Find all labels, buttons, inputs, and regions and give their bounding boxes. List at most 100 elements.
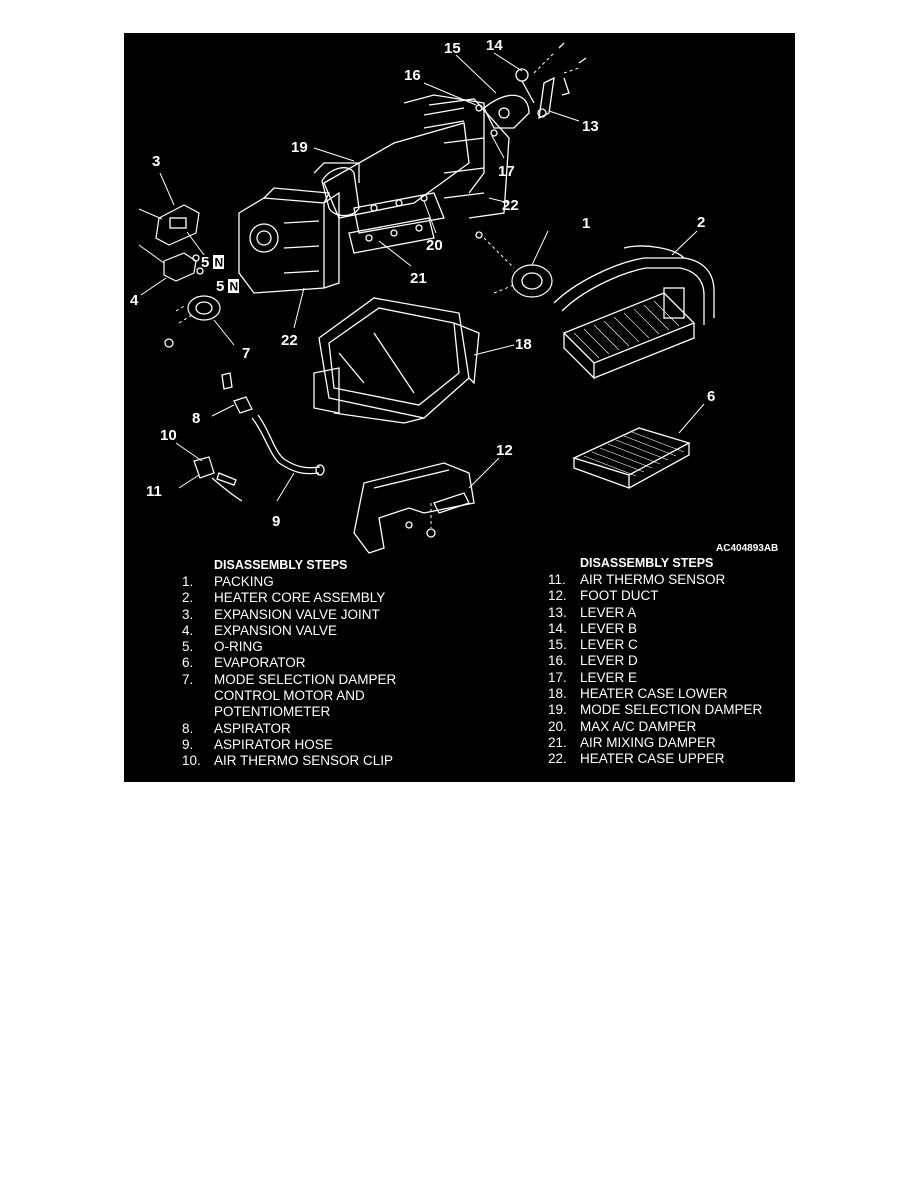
step-item: 20. MAX A/C DAMPER [548, 719, 788, 735]
step-number: 11. [548, 572, 566, 587]
callout-18: 18 [515, 336, 532, 353]
step-number: 15. [548, 637, 567, 653]
step-item: 13.LEVER A [548, 605, 788, 621]
step-text: LEVER D [580, 653, 638, 669]
step-text: CONTROL MOTOR AND [214, 688, 365, 704]
step-item: 6.EVAPORATOR [182, 655, 432, 671]
step-item: 12. FOOT DUCT [548, 588, 788, 604]
foot-duct-drawing [353, 462, 475, 554]
diagram-panel: 1 2 3 4 5 5 6 7 8 9 10 11 12 13 14 15 16… [124, 33, 795, 782]
callout-20: 20 [426, 237, 443, 254]
step-text: MODE SELECTION DAMPER [580, 702, 763, 718]
callout-11: 11 [146, 483, 162, 500]
callout-12: 12 [496, 442, 513, 459]
step-text: HEATER CASE LOWER [580, 686, 728, 702]
callout-13: 13 [582, 118, 599, 135]
callout-21: 21 [410, 270, 427, 287]
callout-3: 3 [152, 153, 160, 170]
aspirator-drawing [221, 372, 325, 476]
step-item: 15. LEVER C [548, 637, 788, 653]
step-number: 9. [182, 736, 194, 752]
callout-7: 7 [242, 345, 250, 362]
step-item: 18. HEATER CASE LOWER [548, 686, 788, 702]
callout-17: 17 [498, 163, 515, 180]
callout-1: 1 [582, 215, 590, 232]
step-number: 20. [548, 718, 567, 734]
exploded-view-diagram: 1 2 3 4 5 5 6 7 8 9 10 11 12 13 14 15 16… [130, 37, 778, 554]
callout-15: 15 [444, 40, 461, 57]
step-text: HEATER CORE ASSEMBLY [214, 590, 386, 606]
step-text: POTENTIOMETER [214, 704, 331, 720]
step-text: AIR THERMO SENSOR [580, 572, 726, 587]
heater-case-upper-drawing [238, 162, 360, 294]
step-number [182, 688, 214, 704]
step-text: AIR MIXING DAMPER [580, 734, 716, 750]
step-number: 16. [548, 653, 567, 669]
step-text: O-RING [214, 639, 263, 655]
disassembly-steps-left: DISASSEMBLY STEPS 1. PACKING 2. HEATER CORE… [182, 558, 432, 770]
callout-6: 6 [707, 388, 715, 405]
step-item: 14. LEVER B [548, 621, 788, 637]
step-text: LEVER C [580, 637, 638, 653]
step-number: 4. [182, 622, 194, 638]
step-text: ASPIRATOR [214, 720, 291, 736]
steps-heading: DISASSEMBLY STEPS [580, 556, 714, 570]
step-text: PACKING [214, 574, 274, 589]
step-text: EXPANSION VALVE [214, 622, 338, 638]
callout-10: 10 [160, 427, 177, 444]
step-number: 12. [548, 588, 567, 604]
step-item: 11. AIR THERMO SENSOR [548, 572, 788, 588]
step-number: 5. [182, 639, 194, 655]
heater-core-drawing [553, 245, 715, 380]
step-item: 1. PACKING [182, 574, 432, 590]
step-text: HEATER CASE UPPER [580, 751, 725, 767]
step-item: 5. O-RING [182, 639, 432, 655]
step-text: LEVER B [580, 620, 638, 636]
step-number: 18. [548, 686, 567, 702]
callout-labels: 1 2 3 4 5 5 6 7 8 9 10 11 12 13 14 15 16… [130, 37, 715, 530]
step-number: 14. [548, 620, 567, 636]
step-number: 1. [182, 574, 194, 589]
expansion-valve-drawing [138, 204, 204, 282]
callout-4: 4 [130, 292, 139, 309]
step-number: 22. [548, 751, 567, 767]
step-item: 10. AIR THERMO SENSOR CLIP [182, 753, 432, 769]
step-item: 16. LEVER D [548, 653, 788, 669]
thermo-sensor-drawing [193, 456, 243, 502]
levers-drawing [475, 42, 587, 137]
steps-list: 1. PACKING 2. HEATER CORE ASSEMBLY 3. EXPANSI… [182, 574, 432, 770]
step-item: 17.LEVER E [548, 670, 788, 686]
step-number: 3. [182, 606, 194, 622]
step-item: 9.ASPIRATOR HOSE [182, 737, 432, 753]
callout-22a: 22 [502, 197, 519, 214]
step-number: 2. [182, 590, 194, 606]
step-text: LEVER E [580, 669, 638, 685]
callout-16: 16 [404, 67, 421, 84]
step-item: 7.MODE SELECTION DAMPER [182, 672, 432, 688]
step-number: 7. [182, 671, 194, 687]
step-text: EXPANSION VALVE JOINT [214, 606, 380, 622]
step-text: FOOT DUCT [580, 588, 659, 604]
step-item: CONTROL MOTOR AND [182, 688, 432, 704]
callout-19: 19 [291, 139, 308, 156]
step-number: 8. [182, 720, 194, 736]
step-item: 2. HEATER CORE ASSEMBLY [182, 590, 432, 606]
new-part-mark-1: N [215, 256, 224, 270]
evaporator-drawing [572, 427, 691, 489]
control-motor-drawing [164, 295, 221, 348]
step-text: MAX A/C DAMPER [580, 718, 697, 734]
callout-14: 14 [486, 37, 503, 54]
steps-heading: DISASSEMBLY STEPS [214, 558, 348, 572]
step-number: 10. [182, 753, 201, 769]
callout-8: 8 [192, 410, 200, 427]
new-part-marks: N N [213, 255, 239, 294]
step-item: 21.AIR MIXING DAMPER [548, 735, 788, 751]
step-number [182, 704, 214, 720]
step-number: 19. [548, 702, 567, 718]
packing-drawing [475, 231, 553, 298]
step-text: AIR THERMO SENSOR CLIP [214, 753, 394, 769]
step-text: LEVER A [580, 604, 637, 620]
figure-code: AC404893AB [716, 543, 778, 554]
step-number: 6. [182, 655, 194, 671]
